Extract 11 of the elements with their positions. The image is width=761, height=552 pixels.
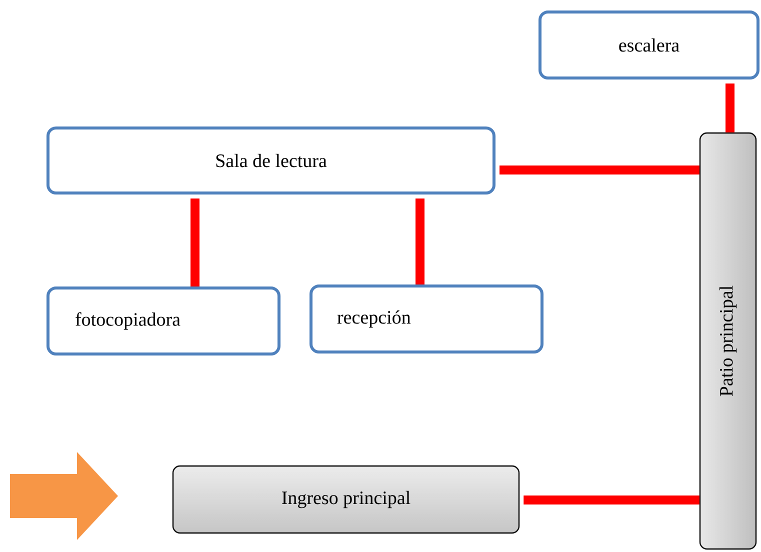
- room-box: recepción: [310, 284, 544, 354]
- room-box: fotocopiadora: [46, 286, 280, 356]
- connector-line: [500, 166, 700, 174]
- connector-line: [726, 84, 734, 132]
- connector-line: [524, 496, 700, 504]
- entrance-box: Ingreso principal: [172, 465, 520, 534]
- courtyard-bar: Patio principal: [699, 132, 757, 550]
- room-box: escalera: [538, 10, 760, 80]
- room-box: Sala de lectura: [46, 126, 496, 194]
- connector-line: [416, 198, 424, 284]
- connector-line: [190, 198, 200, 286]
